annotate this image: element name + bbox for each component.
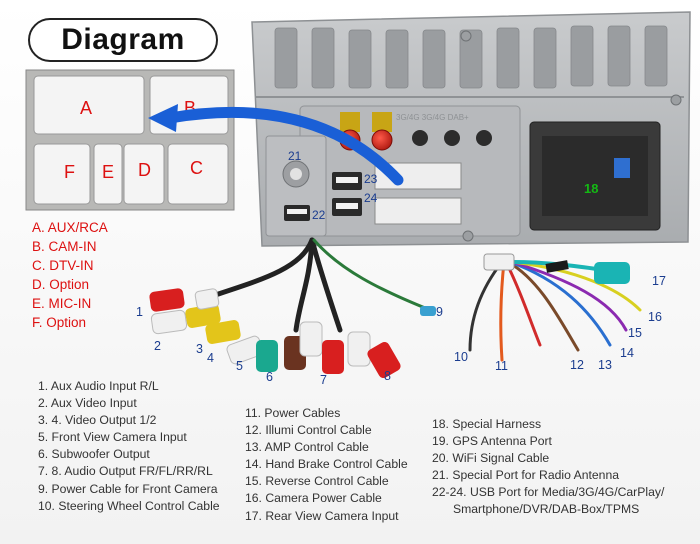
- connector-label-a: A: [80, 98, 92, 118]
- connector-pointer-arrow: [148, 104, 404, 186]
- cable-legend-column-2: 11. Power Cables 12. Illumi Control Cabl…: [245, 405, 408, 525]
- chassis-vents: [274, 25, 668, 89]
- cable-legend-column-1: 1. Aux Audio Input R/L 2. Aux Video Inpu…: [38, 378, 220, 515]
- cable-legend-item: 7. 8. Audio Output FR/FL/RR/RL: [38, 464, 213, 479]
- antenna-slot-text: 3G/4G 3G/4G DAB+: [396, 113, 469, 122]
- cable-number-2: 2: [154, 339, 161, 353]
- connector-legend-f: F. Option: [32, 315, 87, 330]
- cable-legend-item: 16. Camera Power Cable: [245, 491, 382, 506]
- cable-legend-item: 9. Power Cable for Front Camera: [38, 481, 218, 496]
- special-harness-port: [529, 121, 661, 231]
- cable-number-4: 4: [207, 351, 214, 365]
- connector-label-c: C: [190, 158, 203, 178]
- cable-legend-item: 2. Aux Video Input: [38, 396, 137, 411]
- cable-number-3: 3: [196, 342, 203, 356]
- cable-number-15: 15: [628, 326, 642, 340]
- cable-number-1: 1: [136, 305, 143, 319]
- cable-legend-item: 15. Reverse Control Cable: [245, 474, 389, 489]
- power-cable-bundle: [468, 253, 642, 362]
- cable-number-5: 5: [236, 359, 243, 373]
- port-label-21: 21: [288, 149, 302, 163]
- connector-legend: A. AUX/RCA B. CAM-IN C. DTV-IN D. Option…: [32, 218, 108, 332]
- cable-number-labels: 1 2 3 4 5 6 7 8 9 10 11 12 13 14 15 16 1…: [136, 274, 666, 387]
- cable-number-13: 13: [598, 358, 612, 372]
- cable-legend-item: 10. Steering Wheel Control Cable: [38, 498, 220, 513]
- cable-number-8: 8: [384, 369, 391, 383]
- cable-number-12: 12: [570, 358, 584, 372]
- connector-label-e: E: [102, 162, 114, 182]
- cable-number-10: 10: [454, 350, 468, 364]
- connector-legend-b: B. CAM-IN: [32, 239, 97, 254]
- cable-number-9: 9: [436, 305, 443, 319]
- cable-number-6: 6: [266, 370, 273, 384]
- usb-ports: [284, 172, 362, 221]
- cable-legend-item: 18. Special Harness: [432, 417, 542, 431]
- port-label-22: 22: [312, 208, 326, 222]
- cable-legend-item: 3. 4. Video Output 1/2: [38, 413, 157, 428]
- port-label-23: 23: [364, 172, 378, 186]
- cable-legend-item: 12. Illumi Control Cable: [245, 423, 372, 438]
- connector-legend-a: A. AUX/RCA: [32, 220, 108, 235]
- cable-number-11: 11: [495, 359, 508, 373]
- diagram-title: Diagram: [61, 23, 185, 56]
- rca-cable-bundle: [149, 237, 436, 379]
- head-unit-chassis: 3G/4G 3G/4G DAB+: [251, 11, 691, 247]
- connector-label-f: F: [64, 162, 75, 182]
- cable-legend-item: 1. Aux Audio Input R/L: [38, 379, 159, 393]
- port-label-24: 24: [364, 191, 378, 205]
- cable-legend-item: 14. Hand Brake Control Cable: [245, 457, 408, 472]
- cable-number-17: 17: [652, 274, 666, 288]
- diagram-title-badge: Diagram: [28, 18, 218, 62]
- cable-legend-item: 17. Rear View Camera Input: [245, 508, 399, 523]
- connector-label-d: D: [138, 160, 151, 180]
- cable-legend-item: 19. GPS Antenna Port: [432, 434, 552, 449]
- cable-legend-item: 5. Front View Camera Input: [38, 430, 187, 445]
- cable-legend-item: 13. AMP Control Cable: [245, 440, 369, 455]
- cable-legend-item: Smartphone/DVR/DAB-Box/TPMS: [453, 502, 640, 517]
- cable-legend-item: 6. Subwoofer Output: [38, 447, 150, 462]
- cable-number-7: 7: [320, 373, 327, 387]
- connector-legend-e: E. MIC-IN: [32, 296, 92, 311]
- cable-number-16: 16: [648, 310, 662, 324]
- connector-closeup: A B C D E F: [25, 69, 235, 211]
- cable-legend-column-3: 18. Special Harness 19. GPS Antenna Port…: [432, 416, 664, 519]
- cable-legend-item: 20. WiFi Signal Cable: [432, 451, 550, 466]
- cable-legend-item: 21. Special Port for Radio Antenna: [432, 468, 619, 483]
- cable-legend-item: 22-24. USB Port for Media/3G/4G/CarPlay/: [432, 485, 665, 500]
- port-label-18: 18: [584, 181, 598, 196]
- connector-legend-d: D. Option: [32, 277, 90, 292]
- cable-legend-item: 11. Power Cables: [245, 406, 341, 420]
- cable-number-14: 14: [620, 346, 634, 360]
- connector-legend-c: C. DTV-IN: [32, 258, 94, 273]
